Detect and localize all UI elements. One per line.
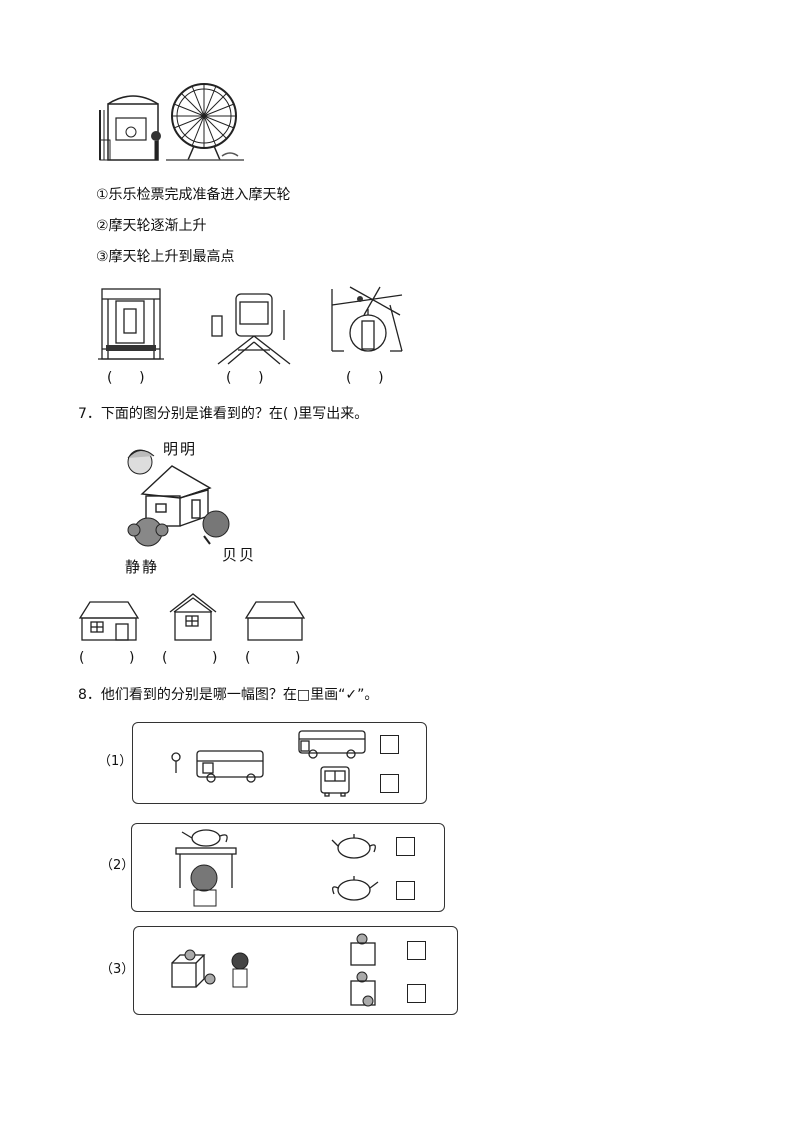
q6-answer-blank-2[interactable]: ( ) bbox=[226, 370, 264, 386]
name-label-jingjing: 静静 bbox=[125, 558, 160, 576]
house-view-3 bbox=[244, 600, 306, 642]
q8-item-3-label: （3） bbox=[100, 962, 135, 977]
q7-answer-blank-1[interactable]: ( ) bbox=[79, 650, 135, 666]
q6-step-2: ②摩天轮逐渐上升 bbox=[96, 218, 207, 234]
q6-step-3: ③摩天轮上升到最高点 bbox=[96, 249, 235, 265]
q8-item-1-checkbox-a[interactable] bbox=[380, 735, 399, 754]
box-view-option-2 bbox=[350, 971, 376, 1007]
q7-answer-blank-2[interactable]: ( ) bbox=[162, 650, 218, 666]
bus-scene-illustration bbox=[171, 750, 264, 783]
house-and-children-illustration bbox=[118, 440, 268, 575]
q7-answer-blank-3[interactable]: ( ) bbox=[245, 650, 301, 666]
q6-answer-blank-3[interactable]: ( ) bbox=[346, 370, 384, 386]
teapot-on-table-illustration bbox=[175, 829, 237, 907]
q8-item-1-frame bbox=[132, 722, 427, 804]
bus-side-view-option bbox=[298, 730, 366, 759]
q8-item-1-checkbox-b[interactable] bbox=[380, 774, 399, 793]
question-8-heading: 8．他们看到的分别是哪一幅图？在□里画“✓”。 bbox=[78, 687, 379, 703]
box-view-option-1 bbox=[350, 933, 376, 966]
name-label-beibei: 贝贝 bbox=[222, 546, 257, 564]
q8-item-2-label: （2） bbox=[100, 858, 135, 873]
q8-item-3-checkbox-b[interactable] bbox=[407, 984, 426, 1003]
house-view-1 bbox=[78, 600, 140, 642]
q6-answer-blank-1[interactable]: ( ) bbox=[107, 370, 145, 386]
teapot-view-option-1 bbox=[331, 834, 376, 859]
q8-item-3-frame bbox=[133, 926, 458, 1015]
cabin-view-picture-1 bbox=[98, 285, 166, 365]
ferris-wheel-scene-illustration bbox=[96, 80, 246, 166]
q6-step-1: ①乐乐检票完成准备进入摩天轮 bbox=[96, 187, 291, 203]
q8-item-2-checkbox-a[interactable] bbox=[396, 837, 415, 856]
house-view-2 bbox=[168, 592, 218, 642]
cabin-view-picture-2 bbox=[208, 290, 294, 366]
q8-item-3-checkbox-a[interactable] bbox=[407, 941, 426, 960]
q8-item-2-frame bbox=[131, 823, 445, 912]
bus-front-view-option bbox=[320, 766, 350, 797]
q8-item-2-checkbox-b[interactable] bbox=[396, 881, 415, 900]
box-and-ball-with-girl-illustration bbox=[171, 949, 249, 988]
question-7-heading: 7．下面的图分别是谁看到的？在( )里写出来。 bbox=[78, 406, 369, 422]
name-label-mingming: 明明 bbox=[163, 440, 198, 458]
q8-item-1-label: （1） bbox=[98, 754, 133, 769]
cabin-view-picture-3 bbox=[330, 285, 404, 355]
teapot-view-option-2 bbox=[332, 876, 379, 901]
